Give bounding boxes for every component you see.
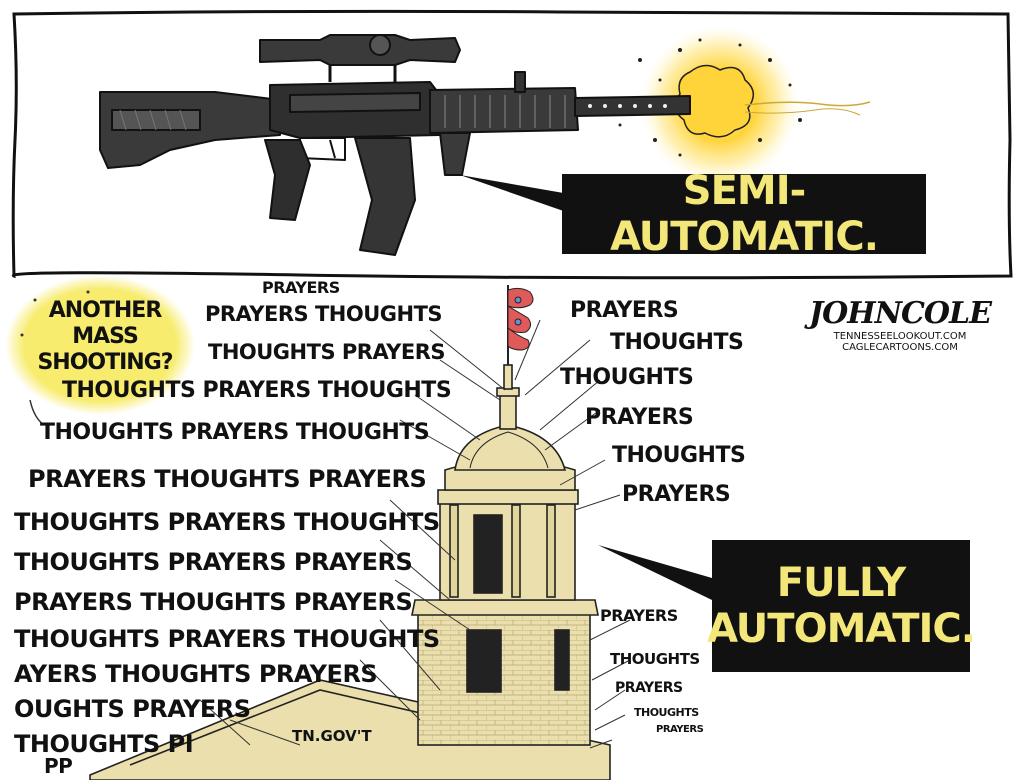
signature-text: JOHNCOLE: [808, 296, 992, 331]
left-word-line: AYERS THOUGHTS PRAYERS: [14, 660, 378, 688]
credit-line-2: CAGLECARTOONS.COM: [842, 342, 958, 353]
rifle: [99, 34, 691, 256]
semi-automatic-text: SEMI-AUTOMATIC.: [610, 168, 879, 260]
lower-right-word: PRAYERS: [615, 680, 683, 696]
left-word-fragment: PP: [44, 754, 73, 778]
left-word-line: PRAYERS THOUGHTS: [205, 302, 443, 326]
left-word-line: THOUGHTS PRAYERS THOUGHTS: [14, 508, 440, 536]
right-word: PRAYERS: [570, 298, 679, 323]
left-bubble-shape: [5, 275, 195, 426]
right-word: PRAYERS: [585, 405, 694, 430]
left-word-line: THOUGHTS PRAYERS THOUGHTS: [62, 378, 452, 403]
artist-signature: JOHNCOLE TENNESSEELOOKOUT.COM CAGLECARTO…: [800, 296, 1000, 353]
left-word-line: THOUGHTS PRAYERS THOUGHTS: [14, 625, 440, 653]
credit-line-1: TENNESSEELOOKOUT.COM: [833, 331, 967, 342]
lower-right-word: THOUGHTS: [634, 706, 699, 719]
fully-auto-pointer: [598, 545, 712, 600]
building-sign: TN.GOV'T: [292, 727, 372, 745]
left-word-line: PRAYERS THOUGHTS PRAYERS: [14, 588, 413, 616]
semi-automatic-caption: SEMI-AUTOMATIC.: [562, 168, 926, 260]
left-word-line: THOUGHTS PRAYERS: [208, 340, 446, 364]
caption-pointer: [460, 175, 575, 215]
fully-automatic-caption: FULLY AUTOMATIC.: [707, 540, 976, 672]
right-word: THOUGHTS: [610, 330, 744, 355]
muzzle-flash: [618, 25, 871, 185]
another-mass-shooting-bubble: ANOTHER MASS SHOOTING?: [30, 298, 180, 376]
fully-automatic-text: FULLY AUTOMATIC.: [707, 560, 976, 652]
left-word-line: OUGHTS PRAYERS: [14, 695, 251, 723]
left-word-line: THOUGHTS PRAYERS PRAYERS: [14, 548, 413, 576]
lower-right-word: PRAYERS: [656, 724, 704, 735]
left-word-line: PRAYERS THOUGHTS PRAYERS: [28, 465, 427, 493]
word-leader-lines: [199, 319, 631, 749]
right-word: PRAYERS: [622, 482, 731, 507]
tennessee-flag: [507, 287, 534, 351]
building-sign-text: TN.GOV'T: [292, 727, 372, 745]
lower-right-word: PRAYERS: [600, 606, 678, 625]
right-word: THOUGHTS: [612, 443, 746, 468]
right-word: THOUGHTS: [560, 365, 694, 390]
left-word-line: PRAYERS: [262, 278, 340, 297]
left-word-line: THOUGHTS PI: [14, 730, 194, 758]
capitol-building: [89, 285, 611, 780]
left-word-line: THOUGHTS PRAYERS THOUGHTS: [40, 420, 430, 445]
lower-right-word: THOUGHTS: [610, 650, 700, 668]
another-mass-shooting-text: ANOTHER MASS SHOOTING?: [37, 298, 173, 375]
